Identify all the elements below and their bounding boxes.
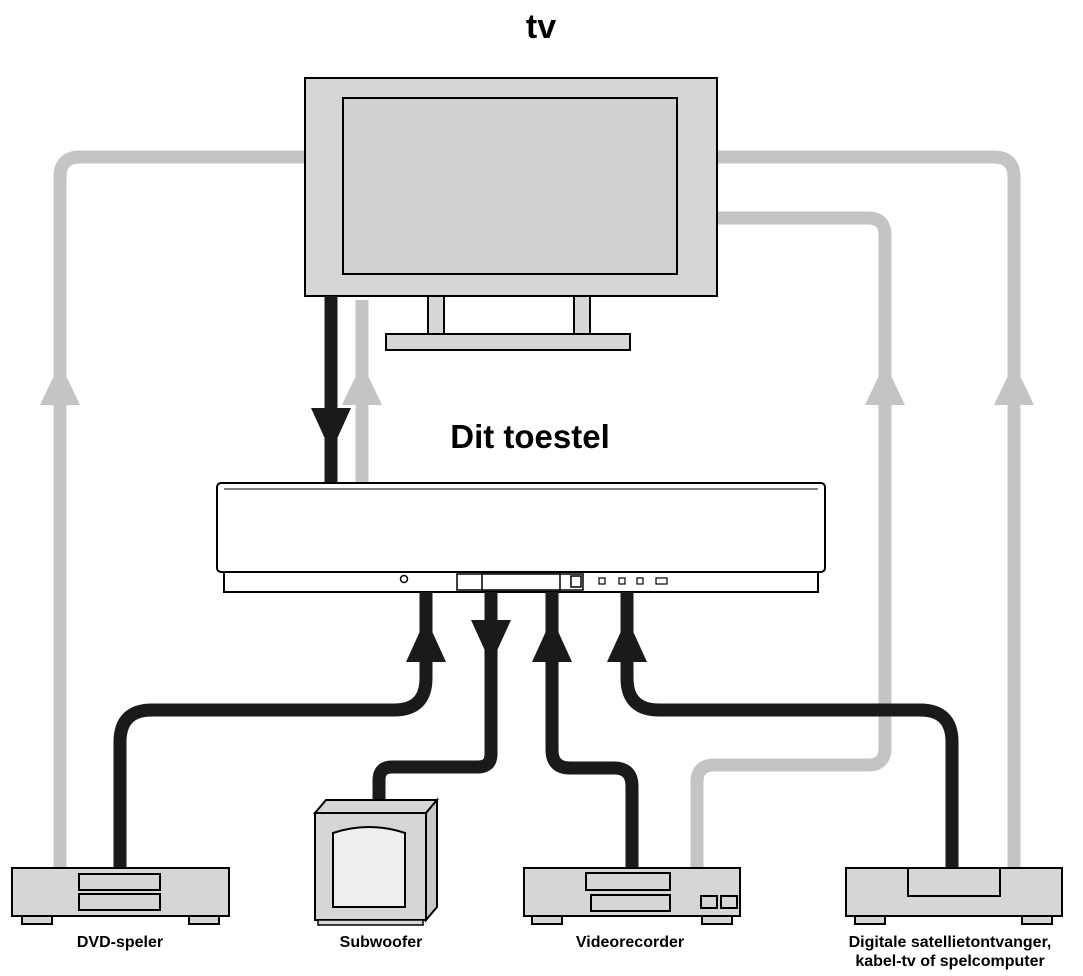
- dvd-player-label: DVD-speler: [76, 934, 164, 951]
- videorecorder: [523, 867, 741, 925]
- videorecorder-label: Videorecorder: [575, 934, 685, 951]
- cable-dvd-to-unit: [113, 592, 433, 868]
- arrow-dvd-up-icon: [406, 618, 446, 662]
- tv-set: [304, 77, 718, 351]
- dark-cables: [113, 592, 959, 868]
- arrow-sat-up-icon: [607, 618, 647, 662]
- tv-stand-base: [385, 333, 631, 351]
- unit-display: [481, 573, 561, 591]
- light-cables: [53, 150, 1021, 868]
- arrow-dvd-up-icon: [40, 363, 80, 405]
- light-arrows: [40, 363, 1034, 405]
- unit-button-3: [636, 577, 644, 585]
- subwoofer-label: Subwoofer: [339, 934, 423, 951]
- subwoofer: [312, 797, 440, 926]
- arrow-vcr-up-icon: [865, 363, 905, 405]
- arrow-vcr-up-icon: [532, 618, 572, 662]
- main-unit: [216, 482, 826, 593]
- arrow-sub-down-icon: [471, 620, 511, 664]
- tv-stand-leg-left: [427, 295, 445, 335]
- arrow-unit-up-icon: [342, 363, 382, 405]
- cable-unit-to-subwoofer: [372, 592, 498, 800]
- unit-button-4: [655, 577, 668, 585]
- cable-dvd-to-tv: [53, 150, 305, 868]
- satellite-receiver-label: Digitale satellietontvanger, kabel-tv of…: [818, 933, 1082, 971]
- satellite-receiver: [845, 867, 1063, 925]
- cable-vcr-to-unit: [545, 592, 639, 868]
- unit-label: Dit toestel: [450, 418, 610, 455]
- unit-body: [216, 482, 826, 573]
- unit-button-2: [618, 577, 626, 585]
- satellite-receiver-label-line2: kabel-tv of spelcomputer: [855, 953, 1045, 970]
- dark-cable-tv-unit: [311, 296, 351, 483]
- headphone-jack-icon: [399, 574, 409, 584]
- dark-arrows: [406, 618, 647, 664]
- cable-sat-to-tv: [717, 150, 1021, 868]
- dvd-player: [11, 867, 230, 925]
- satellite-receiver-label-line1: Digitale satellietontvanger,: [848, 934, 1052, 951]
- subwoofer-grille: [332, 826, 406, 908]
- unit-sensor: [570, 575, 582, 588]
- tv-screen: [342, 97, 678, 275]
- cable-vcr-to-tv: [690, 211, 892, 868]
- unit-button-1: [598, 577, 606, 585]
- cable-sat-to-unit: [620, 592, 959, 868]
- tv-label: tv: [525, 8, 557, 46]
- arrow-tv-down-icon: [311, 408, 351, 452]
- arrow-sat-up-icon: [994, 363, 1034, 405]
- tv-stand-leg-right: [573, 295, 591, 335]
